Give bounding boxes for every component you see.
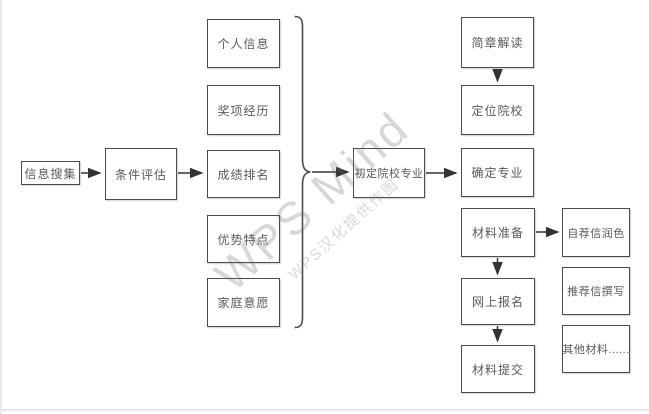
node-condition-evaluation[interactable]: 条件评估	[105, 148, 177, 200]
node-label: 其他材料......	[562, 344, 630, 356]
node-rec-letter-writing[interactable]: 推荐信撰写	[562, 267, 630, 315]
canvas-edge-bottom	[0, 409, 649, 411]
node-material-preparation[interactable]: 材料准备	[461, 208, 535, 257]
node-label: 材料提交	[471, 362, 524, 377]
node-family-wishes[interactable]: 家庭意愿	[207, 278, 280, 327]
brace-group-criteria	[294, 15, 311, 329]
node-other-materials[interactable]: 其他材料......	[562, 325, 630, 373]
node-label: 奖项经历	[217, 103, 270, 118]
node-label: 推荐信撰写	[567, 286, 625, 298]
node-label: 自荐信润色	[567, 227, 625, 240]
node-self-rec-letter-polish[interactable]: 自荐信润色	[562, 208, 630, 257]
node-label: 条件评估	[114, 167, 167, 182]
node-label: 定位院校	[471, 103, 524, 118]
node-brochure-interpretation[interactable]: 简章解读	[461, 17, 534, 68]
node-confirm-major[interactable]: 确定专业	[461, 148, 534, 197]
node-grade-ranking[interactable]: 成绩排名	[207, 150, 280, 198]
node-label: 确定专业	[471, 166, 524, 180]
node-label: 信息搜集	[24, 166, 77, 181]
node-school-positioning[interactable]: 定位院校	[461, 85, 534, 135]
node-material-submission[interactable]: 材料提交	[461, 345, 535, 393]
node-label: 成绩排名	[217, 167, 270, 182]
node-preliminary-school-major[interactable]: 初定院校专业	[353, 148, 425, 198]
node-label: 家庭意愿	[217, 296, 270, 310]
node-personal-info[interactable]: 个人信息	[207, 19, 280, 68]
node-label: 个人信息	[217, 37, 270, 51]
node-info-gathering[interactable]: 信息搜集	[21, 161, 80, 185]
node-strengths[interactable]: 优势特点	[207, 215, 280, 263]
node-label: 材料准备	[471, 226, 524, 240]
node-awards-experience[interactable]: 奖项经历	[207, 85, 280, 135]
node-label: 初定院校专业	[354, 168, 424, 180]
node-label: 网上报名	[471, 295, 524, 309]
node-online-registration[interactable]: 网上报名	[461, 278, 535, 325]
node-label: 简章解读	[471, 36, 524, 50]
node-label: 优势特点	[217, 232, 270, 247]
canvas-edge-left	[0, 0, 2, 414]
